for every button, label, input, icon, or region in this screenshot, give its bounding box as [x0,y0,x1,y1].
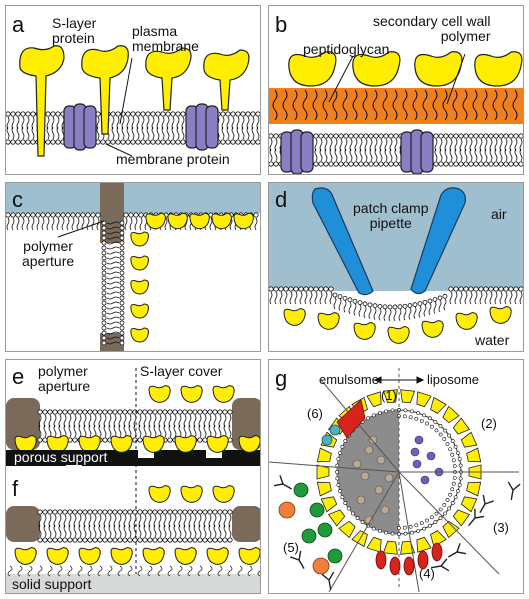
a-leader-lines [105,57,133,157]
panel-b-label: b [275,12,288,37]
panel-a-figure [6,45,260,157]
b-membrane-protein [280,129,434,174]
b-leader-lines [328,53,466,105]
water-label: water [475,332,510,348]
panel-e-label: e [12,364,25,389]
panel-d-figure [269,183,523,351]
c-s-layer [130,212,254,343]
a-membrane-protein [63,103,219,151]
s-layer-protein-label: S-layer protein [52,15,97,46]
g-n2-label: (2) [481,416,497,431]
f-polymer-cushion [7,565,260,577]
patch-clamp-pipette-label: patch clamp pipette [353,200,429,231]
e-s-layer [14,385,260,453]
g-sector-lines [269,368,519,593]
peptidoglycan-label: peptidoglycan [303,41,390,57]
panel-b: b secondary cell wall polymer peptidogly… [268,5,524,175]
panel-a-label: a [12,12,25,37]
g-red-ligands [375,542,443,576]
d-air-region [269,183,523,291]
g-n1-label: (1) [381,388,397,403]
d-lipid-membrane [269,286,523,322]
f-lipid-membrane [37,509,233,543]
g-n6-label: (6) [307,406,323,421]
g-orange-particles [278,501,330,575]
g-n5-label: (5) [283,540,299,555]
panel-d-label: d [275,187,288,212]
c-polymer-aperture-label: polymer aperture [22,238,75,269]
d-patch-clamp-pipette [311,187,466,296]
membrane-protein-label: membrane protein [116,151,230,167]
d-s-layer [283,306,512,344]
g-arrows [373,376,425,384]
panel-c-label: c [12,187,23,212]
f-solid-support [6,574,260,593]
a-s-layer-protein [19,45,250,157]
b-polymer-strands [272,89,518,121]
s-layer-cover-label: S-layer cover [140,363,223,379]
f-polymer-aperture [6,506,260,542]
liposome-label: liposome [427,372,480,387]
panel-c-figure [6,183,260,351]
secondary-cell-wall-polymer-label: secondary cell wall polymer [373,13,491,44]
c-lipid-monolayer [6,212,259,346]
emulsome-label: emulsome [319,372,379,387]
panel-a: a S-layer protein plasma membrane membra… [5,5,261,175]
c-leader-line [57,220,105,238]
b-s-layer-protein [288,51,523,87]
g-green-proteins [293,482,343,564]
g-n4-label: (4) [419,566,435,581]
air-label: air [491,206,507,222]
c-air-region [6,183,260,213]
g-antibodies [273,475,521,590]
plasma-membrane-label: plasma membrane [132,23,199,54]
panel-c: c polymer aperture [5,182,261,352]
g-enzyme-red-wedge [336,399,366,439]
g-cyan-marker [321,424,341,446]
f-s-layer [14,485,260,565]
g-payload-particles [352,435,444,525]
panel-ef: e polymer aperture S-layer cover porous … [5,359,261,594]
g-n3-label: (3) [493,520,509,535]
e-polymer-aperture-label: polymer aperture [38,363,91,394]
solid-support-label: solid support [12,576,92,592]
panel-f-label: f [12,476,19,501]
panel-g-figure [269,368,521,593]
panel-d: d patch clamp pipette air water [268,182,524,352]
panel-b-figure [269,51,523,174]
panel-ef-figure [6,368,260,593]
porous-support-label: porous support [12,449,110,465]
panel-g-label: g [275,366,288,391]
g-emulsome-core [337,410,399,534]
panel-g: g emulsome liposome (1) (2) (3) (4) (5) … [268,359,524,594]
